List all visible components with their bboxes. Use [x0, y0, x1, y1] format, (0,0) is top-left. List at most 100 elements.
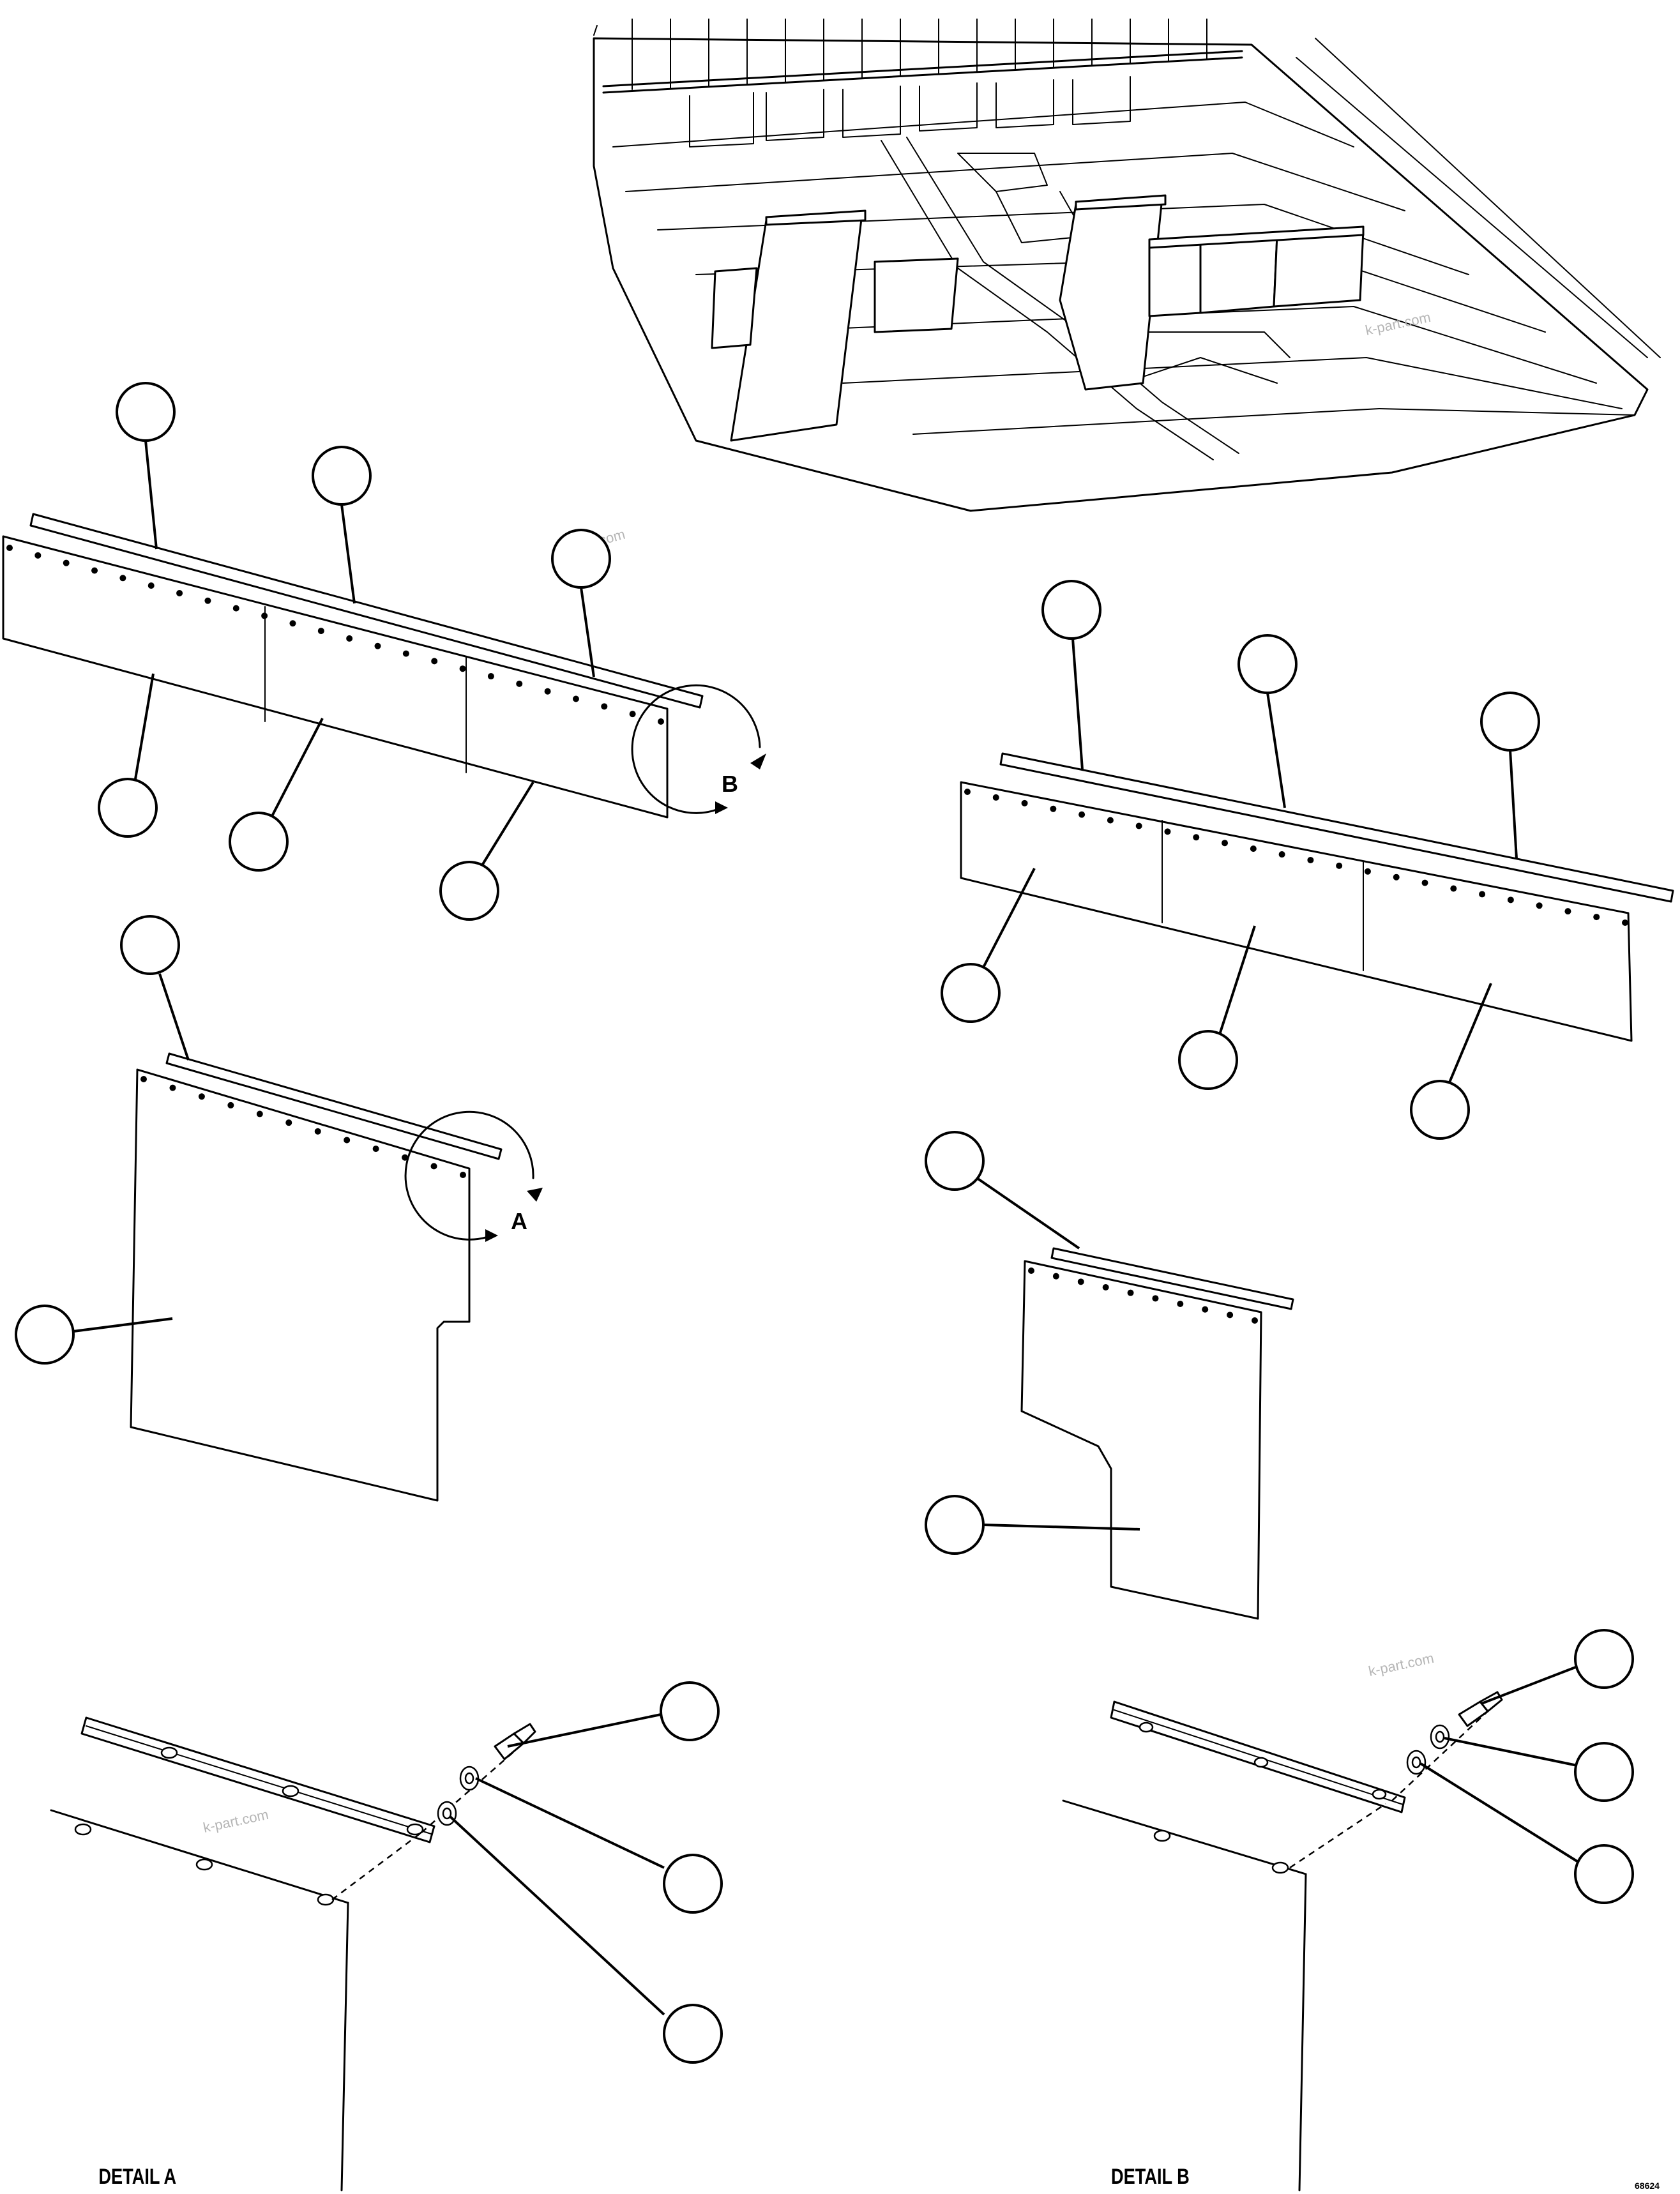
rivet	[169, 1084, 176, 1091]
single-panel-assembly-right	[1020, 1247, 1294, 1620]
callouts	[15, 382, 1634, 2064]
rivet	[601, 703, 608, 710]
drawing-number: 68624	[1635, 2181, 1660, 2191]
rivet	[1450, 885, 1457, 892]
rivet	[430, 1163, 437, 1170]
rivet	[1222, 840, 1229, 847]
rivet	[227, 1101, 234, 1108]
rivet	[1507, 897, 1514, 904]
rivet	[261, 612, 268, 619]
rivet	[6, 545, 13, 551]
rivet	[1050, 805, 1057, 812]
rivet	[119, 575, 126, 582]
detail-a-caption: DETAIL A	[98, 2164, 176, 2189]
callout-balloon	[941, 963, 1001, 1023]
rivet	[1107, 817, 1114, 824]
callout-balloon	[1480, 692, 1540, 752]
callout-balloon	[229, 812, 289, 872]
rivet	[1479, 891, 1486, 898]
rivet	[1336, 862, 1343, 869]
watermark-detail-b: k-part.com	[1367, 1650, 1435, 1679]
rivet	[431, 658, 438, 665]
callout-balloon	[551, 529, 611, 589]
rivet	[1078, 811, 1086, 818]
rivet	[1193, 834, 1200, 841]
rivet	[285, 1119, 292, 1126]
rivet	[1564, 908, 1571, 915]
rivet	[198, 1093, 205, 1100]
rivet	[1164, 828, 1171, 835]
rivet	[516, 680, 523, 687]
rivet	[204, 597, 211, 604]
detail-b-view: k-part.com DETAIL B 68624	[1062, 1650, 1660, 2191]
rivet	[372, 1146, 379, 1153]
rivet	[629, 711, 636, 718]
rivet	[1364, 868, 1371, 875]
rivet	[658, 718, 664, 725]
rivet	[1177, 1301, 1184, 1307]
rivet	[544, 688, 551, 695]
rivet	[1202, 1306, 1209, 1313]
callout-balloon	[15, 1305, 75, 1365]
callout-balloon	[1574, 1844, 1634, 1904]
single-panel-assembly-left: A	[130, 1052, 543, 1502]
rivet	[459, 665, 466, 672]
callout-balloon	[1574, 1742, 1634, 1802]
rivet	[176, 589, 183, 596]
rivet	[1052, 1273, 1059, 1280]
rivet	[91, 567, 98, 574]
rivet	[964, 789, 971, 795]
rivet	[1278, 851, 1285, 858]
rivet	[487, 673, 494, 680]
detail-b-caption: DETAIL B	[1111, 2164, 1190, 2189]
callout-balloon	[925, 1131, 985, 1191]
rivet	[1152, 1295, 1159, 1302]
callout-balloon	[120, 915, 180, 975]
rivet	[992, 794, 999, 801]
rivet	[34, 552, 42, 559]
rivet	[1393, 874, 1400, 881]
rivet	[1536, 902, 1543, 909]
callout-balloon	[312, 446, 372, 506]
rivet	[1250, 845, 1257, 852]
callout-balloon	[1041, 580, 1101, 640]
rivet	[256, 1110, 263, 1117]
callout-balloon	[439, 861, 499, 921]
rivet	[1135, 822, 1142, 829]
rivet	[402, 1154, 409, 1161]
callout-balloon	[1574, 1629, 1634, 1689]
callout-balloon	[116, 382, 176, 442]
triple-panel-assembly-left: k-part.com B	[2, 513, 766, 819]
detail-a-view: k-part.com DETAIL A	[50, 1716, 536, 2191]
callout-balloon	[1178, 1030, 1238, 1090]
rivet	[572, 695, 579, 702]
rivet	[63, 559, 70, 566]
rivet	[1307, 856, 1314, 863]
rivet	[460, 1172, 466, 1178]
callout-balloon	[1410, 1080, 1470, 1140]
rivet	[1077, 1278, 1084, 1285]
rivet	[1028, 1267, 1034, 1274]
rivet	[1021, 799, 1028, 806]
callout-balloon	[1237, 634, 1298, 694]
callout-balloon	[98, 778, 158, 838]
watermark-detail-a: k-part.com	[202, 1806, 270, 1836]
rivet	[1421, 879, 1428, 886]
rivet	[1622, 919, 1628, 926]
callout-balloon	[663, 2004, 723, 2064]
rivet	[314, 1128, 321, 1135]
callout-balloon	[925, 1495, 985, 1555]
rivet	[402, 650, 409, 657]
rivet	[148, 582, 155, 589]
callout-balloon	[663, 1854, 723, 1914]
detail-a-circle	[404, 1110, 534, 1241]
rivet	[232, 605, 239, 612]
rivet	[1252, 1317, 1258, 1324]
underbody-assembly-view: k-part.com	[593, 19, 1661, 512]
rivet	[1593, 914, 1600, 921]
rivet	[374, 642, 381, 649]
triple-panel-assembly-right	[960, 752, 1674, 1042]
rivet	[1102, 1284, 1109, 1290]
detail-b-circle	[631, 684, 761, 814]
